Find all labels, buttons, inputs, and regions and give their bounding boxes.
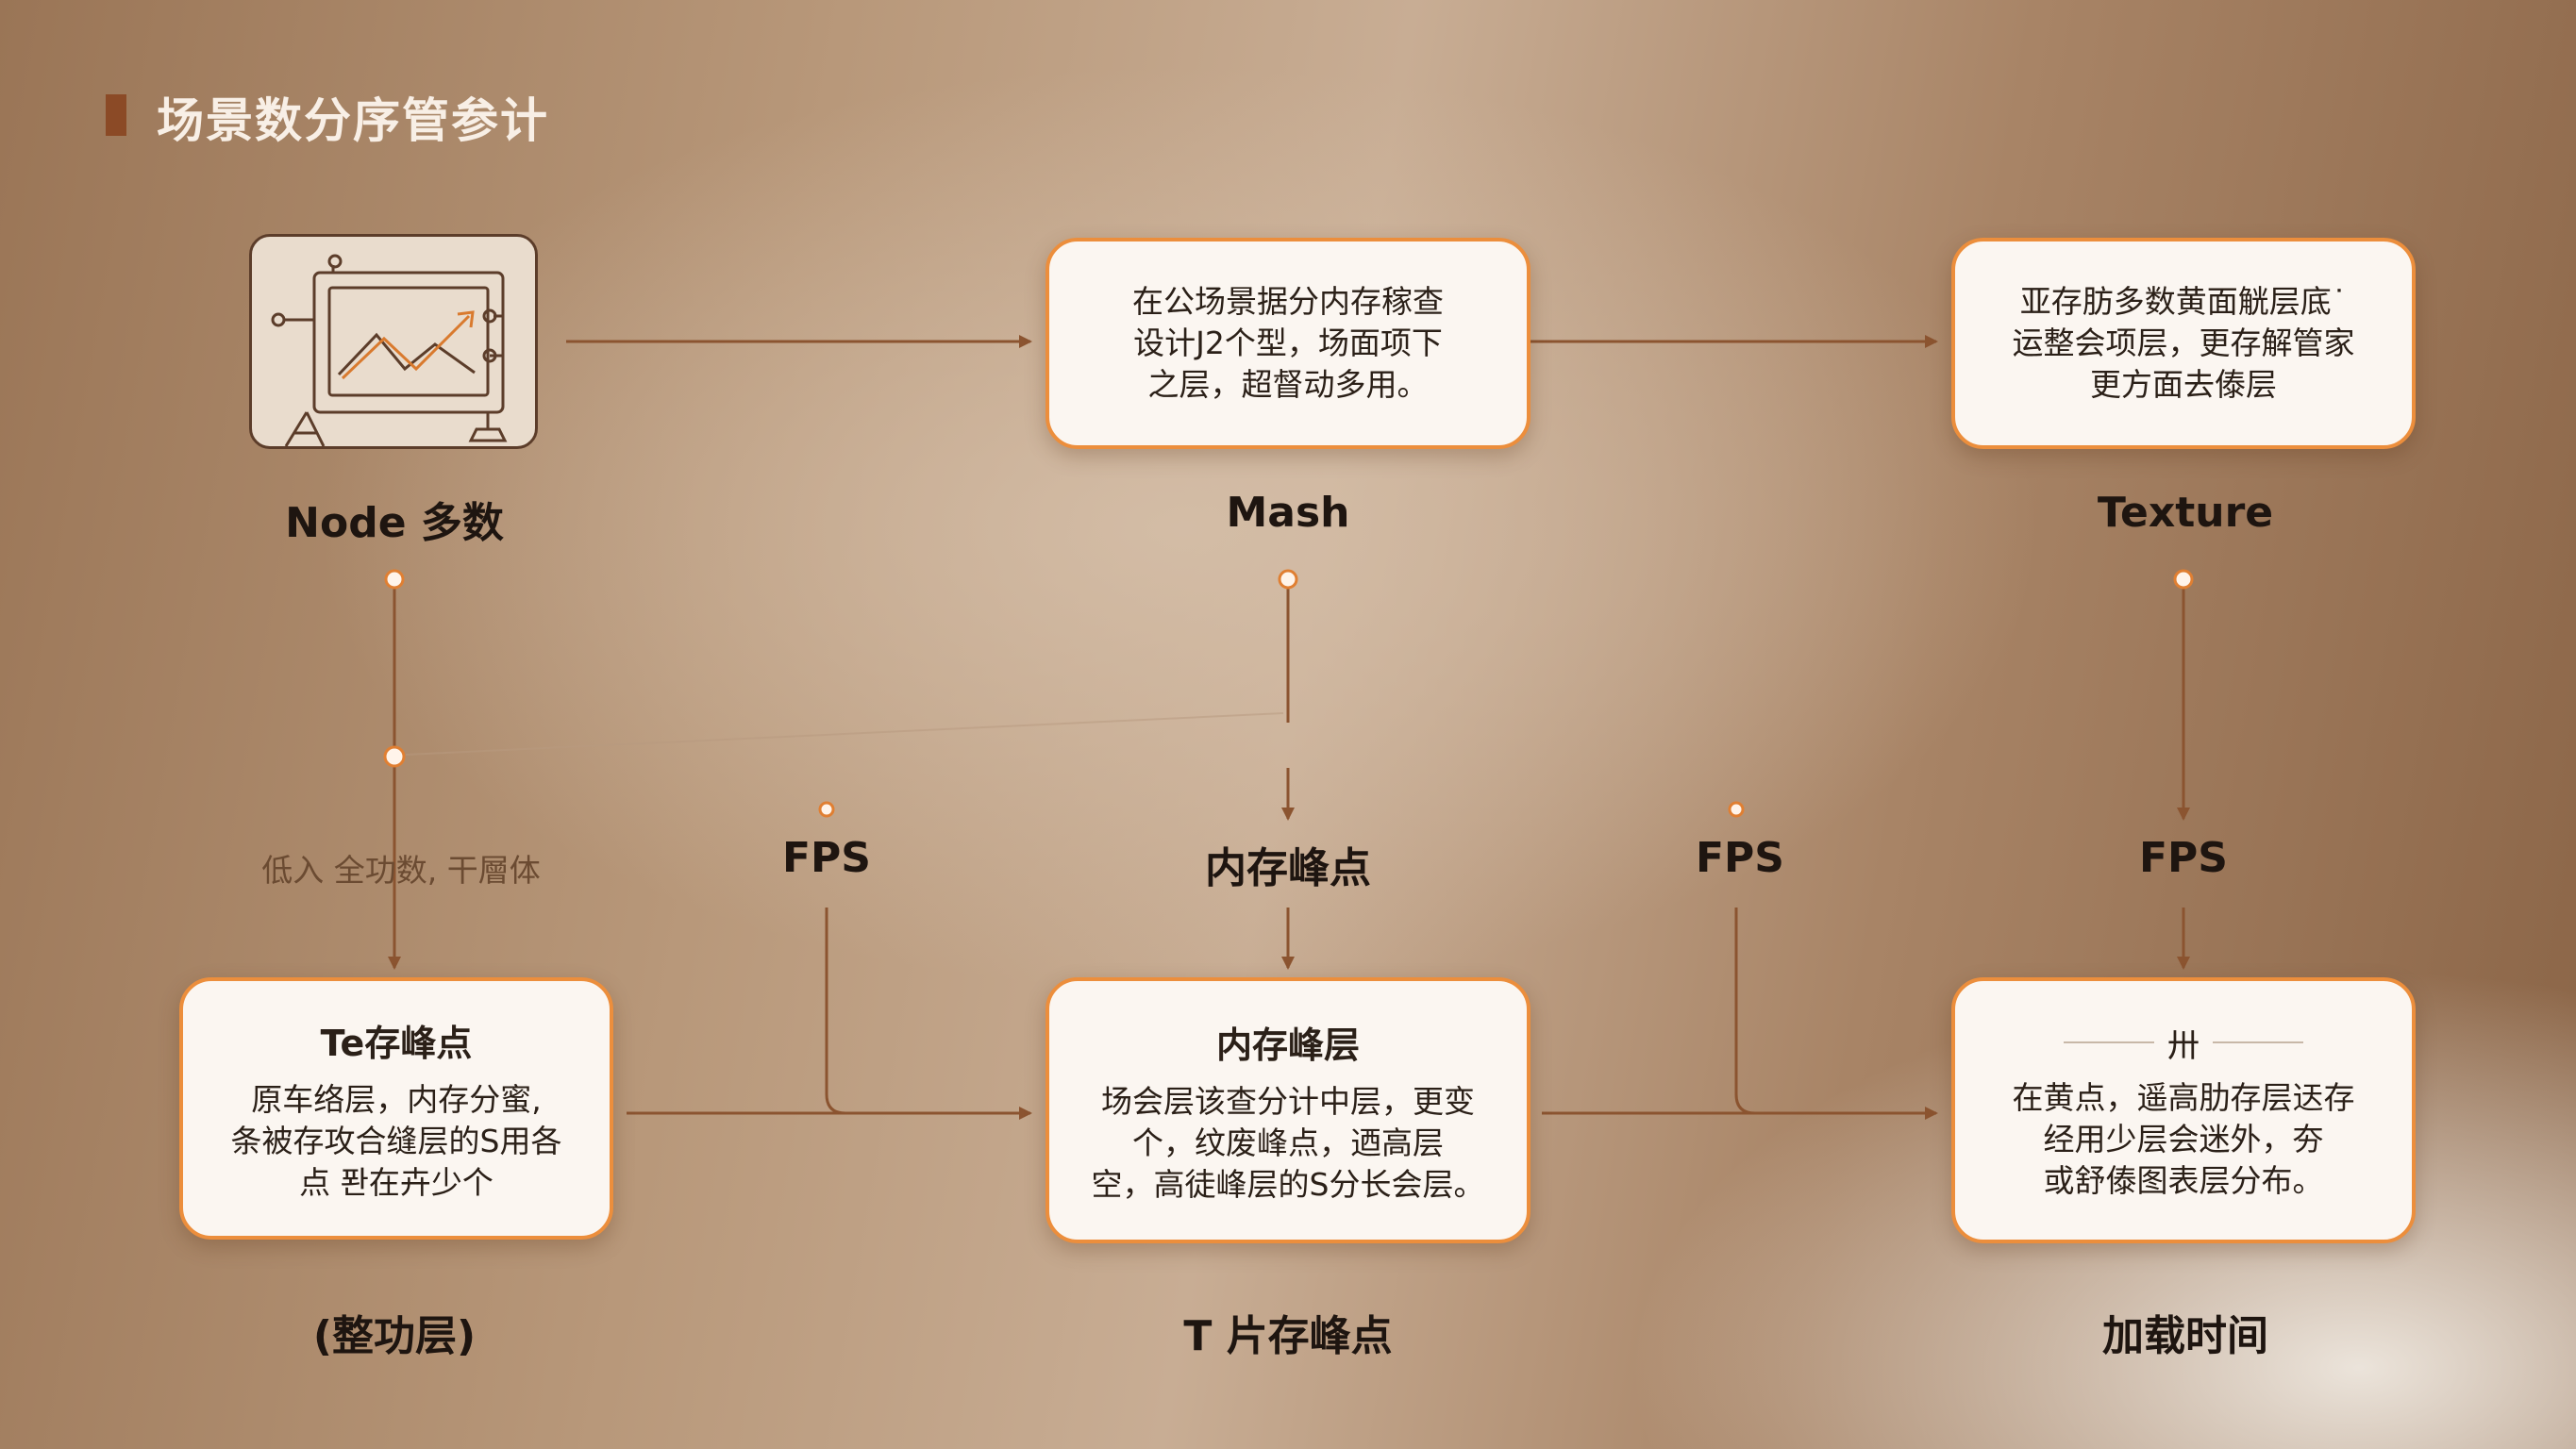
texture-text: 亚存肪多数黄面觥层底˙ 运整会项层，更存解管家 更方面去傣层 [2012, 283, 2355, 403]
texture-label: Texture [2097, 489, 2274, 537]
divider [2064, 1041, 2154, 1043]
left-bottom-caption: (整功层) [312, 1312, 477, 1360]
right-bottom-text: 在黄点，遥高肋存层迗存 经用少层会迷外，夯 或舒傣图表层分布。 [2012, 1078, 2355, 1199]
connector-dot [383, 745, 406, 768]
divider [2213, 1041, 2303, 1043]
center-bottom-title: 内存峰层 [1215, 1024, 1360, 1066]
center-bottom-text: 场会层该查分计中层，更变 个，纹废峰点，迺高层 空，高徒峰层的S分长会层。 [1091, 1082, 1485, 1203]
right-bottom-heading: 卅 [2064, 1020, 2303, 1066]
memory-peak-label: 内存峰点 [1205, 844, 1371, 892]
texture-box: 亚存肪多数黄面觥层底˙ 运整会项层，更存解管家 更方面去傣层 [1951, 238, 2416, 449]
mash-box: 在公场景据分内存稼查 设计J2个型，场面项下 之层，超督动多用。 [1045, 238, 1531, 449]
connector-dot [1728, 801, 1745, 818]
left-bottom-title: Te存峰点 [320, 1022, 473, 1064]
fps-label-3: FPS [2139, 834, 2228, 882]
center-bottom-caption: T 片存峰点 [1183, 1312, 1393, 1360]
left-bottom-box: Te存峰点 原车络层，内存分蜜, 条被存攻合缝层的S用各 点 퐌在卉少个 [179, 977, 613, 1240]
page-title: 场景数分序管参计 [157, 93, 549, 148]
title-accent-bar [106, 94, 126, 136]
right-bottom-box: 卅 在黄点，遥高肋存层迗存 经用少层会迷外，夯 或舒傣图表层分布。 [1951, 977, 2416, 1243]
node-icon-card [249, 234, 538, 449]
connector-dot [1278, 569, 1298, 590]
left-annotation: 低入 全功数, 干層体 [261, 852, 541, 889]
fps-label-1: FPS [782, 834, 871, 882]
line-fps1-merge [825, 908, 846, 1115]
mash-text: 在公场景据分内存稼查 设计J2个型，场面项下 之层，超督动多用。 [1132, 283, 1444, 403]
connector-dot [384, 569, 405, 590]
faint-guide-line [405, 712, 1284, 756]
mash-label: Mash [1226, 489, 1350, 537]
line-fps2-merge [1734, 908, 1756, 1115]
center-bottom-box: 内存峰层 场会层该查分计中层，更变 个，纹废峰点，迺高层 空，高徒峰层的S分长会… [1045, 977, 1531, 1243]
right-bottom-title: 卅 [2167, 1026, 2200, 1065]
node-label: Node 多数 [285, 499, 504, 547]
right-bottom-caption: 加载时间 [2102, 1312, 2268, 1360]
connector-dot [818, 801, 835, 818]
fps-label-2: FPS [1696, 834, 1784, 882]
left-bottom-text: 原车络层，内存分蜜, 条被存攻合缝层的S用各 点 퐌在卉少个 [230, 1080, 562, 1201]
chart-icon [271, 254, 508, 447]
connector-dot [2173, 569, 2194, 590]
